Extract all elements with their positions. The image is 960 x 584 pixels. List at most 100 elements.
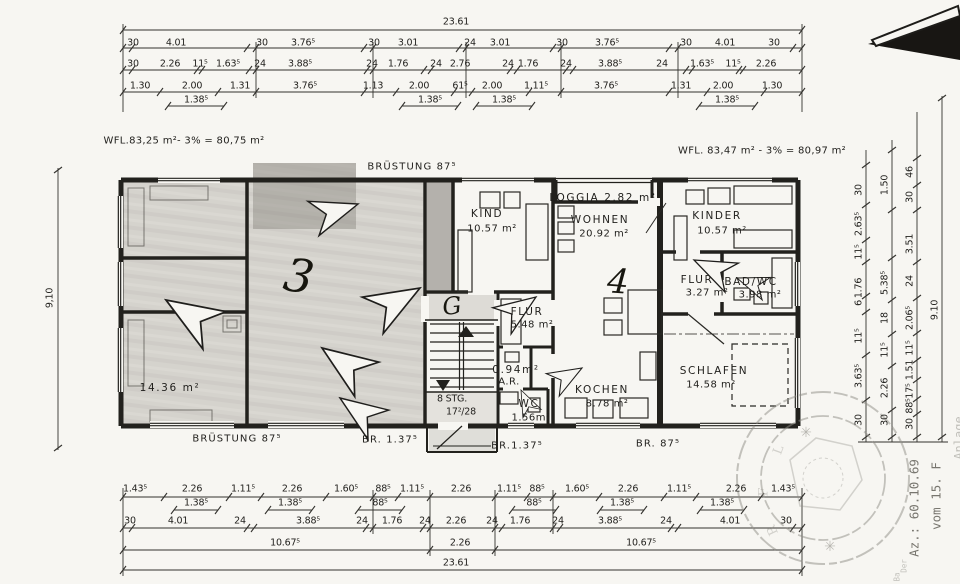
dimension-label: 2.06⁵: [904, 306, 916, 330]
dimension-label: 2.26: [617, 483, 639, 495]
parapet-label: BR.1.37⁵: [491, 440, 543, 452]
dimension-label: 2.26: [449, 537, 471, 549]
dimension-label: 3.88⁵: [296, 515, 320, 527]
dimension-label: 5.38⁵: [879, 271, 891, 295]
room-area: 3.98 m²: [738, 289, 782, 301]
dimension-label: 1.38⁵: [184, 94, 208, 106]
room-area: A.R.: [498, 376, 520, 388]
dimension-label: 1.38⁵: [610, 497, 634, 509]
room-area: 5.48 m²: [510, 319, 554, 331]
parapet-label: BRÜSTUNG 87⁵: [192, 433, 282, 445]
stamp-ring-letter: F: [756, 487, 772, 497]
dimension-label: 11⁵: [725, 58, 741, 70]
room-label: FLUR: [510, 306, 544, 318]
dimension-label: 1.51: [904, 359, 916, 381]
room-label: KINDER: [692, 210, 742, 222]
dimension-label: 4.01: [167, 515, 189, 527]
dimension-label: 6: [853, 300, 865, 306]
wfl-calculation-right: WFL. 83,47 m² - 3% = 80,97 m²: [678, 145, 846, 157]
dimension-label: 17⁵: [904, 383, 916, 399]
dimension-label: 24: [502, 58, 514, 70]
parapet-label: BR. 87⁵: [635, 438, 681, 450]
dimension-label: 1.38⁵: [278, 497, 302, 509]
dimension-label: 3.88⁵: [598, 58, 622, 70]
room-area: 20.92 m²: [579, 228, 629, 240]
dimension-label: 24: [254, 58, 266, 70]
dimension-label: 10.67⁵: [626, 537, 656, 549]
dimension-label: 1.11⁵: [400, 483, 424, 495]
filing-number-az: Az.: 60.10.69: [906, 459, 922, 557]
door-openings: [421, 198, 726, 430]
page-corner-artifact: [868, 4, 960, 60]
dimension-label: 30: [127, 58, 139, 70]
room-label: 14.36 m²: [139, 382, 201, 394]
dimension-label: 11⁵: [192, 58, 208, 70]
windows: [116, 176, 800, 428]
dimension-label: 1.30: [761, 80, 783, 92]
room-label: BAD/WC: [724, 276, 778, 288]
faint-text-der: Der: [899, 559, 909, 573]
stamp-asterisk: ✳: [824, 539, 836, 555]
dimension-label: 3.51: [904, 233, 916, 255]
official-stamp: [736, 391, 910, 565]
dimension-label: 1.11⁵: [231, 483, 255, 495]
dimension-label: 10.67⁵: [270, 537, 300, 549]
dimension-label: 9.10: [929, 299, 941, 321]
dimension-label: 1.11⁵: [524, 80, 548, 92]
faint-text-ba: Ba: [892, 572, 902, 582]
dimension-label: 24: [560, 58, 572, 70]
dimension-label: 11⁵: [879, 342, 891, 358]
dimension-label: 3.76⁵: [293, 80, 317, 92]
room-area: 8.78 m²: [585, 398, 629, 410]
stairs-count-label: 8 STG.: [436, 393, 468, 405]
dimension-label: 30: [256, 37, 268, 49]
dimension-label: 1.11⁵: [667, 483, 691, 495]
dimension-label: 1.38⁵: [715, 94, 739, 106]
dimension-label: 23.61: [442, 16, 470, 28]
stamp-asterisk: ✳: [800, 425, 812, 441]
dimension-label: 24: [904, 275, 916, 287]
dimension-label: 2.26: [181, 483, 203, 495]
dimension-label: 2.26: [725, 483, 747, 495]
dimension-label: 2.63⁵: [853, 212, 865, 236]
dimension-label: 4.01: [719, 515, 741, 527]
dimension-label: 2.00: [481, 80, 503, 92]
room-area: 10.57 m²: [467, 223, 517, 235]
dimension-label: 2.76: [449, 58, 471, 70]
handwritten-unit-number-3: 3: [279, 246, 319, 306]
dimension-label: 1.50: [879, 174, 891, 196]
door-swing-arrows: [163, 200, 773, 443]
dimension-label: 11⁵: [853, 328, 865, 344]
dimension-label: 1.43⁵: [771, 483, 795, 495]
stairs-riser-label: 17²/28: [446, 406, 476, 418]
dimension-label: 24: [356, 515, 368, 527]
dimension-label: 23.61: [442, 557, 470, 569]
dimension-label: 2.00: [181, 80, 203, 92]
dimension-label: 88⁵: [375, 483, 391, 495]
dimension-label: 2.00: [712, 80, 734, 92]
dimension-label: 1.11⁵: [497, 483, 521, 495]
dimension-label: 1.13: [362, 80, 384, 92]
room-label: 0.94m²: [492, 364, 540, 376]
dimension-label: 3.88⁵: [598, 515, 622, 527]
dimension-label: 1.38⁵: [418, 94, 442, 106]
staircase: [425, 319, 498, 453]
room-area: 1.56m²: [511, 412, 551, 424]
dimension-label: 1.63⁵: [690, 58, 714, 70]
dimension-label: 1.76: [381, 515, 403, 527]
dimension-label: 30: [127, 37, 139, 49]
wfl-calculation-left: WFL.83,25 m²- 3% = 80,75 m²: [103, 135, 265, 147]
dimension-label: 30: [853, 414, 865, 426]
dimension-label: 1.63⁵: [216, 58, 240, 70]
dimension-label: 2.26: [450, 483, 472, 495]
dimension-label: 2.26: [159, 58, 181, 70]
dimension-label: 24: [552, 515, 564, 527]
room-label: LOGGIA 2.82 m²: [549, 192, 657, 204]
dimension-label: 1.60⁵: [334, 483, 358, 495]
dimension-label: 2.00: [408, 80, 430, 92]
dimension-label: 24: [660, 515, 672, 527]
dimension-label: 1.76: [517, 58, 539, 70]
dimension-label: 88⁵: [529, 483, 545, 495]
